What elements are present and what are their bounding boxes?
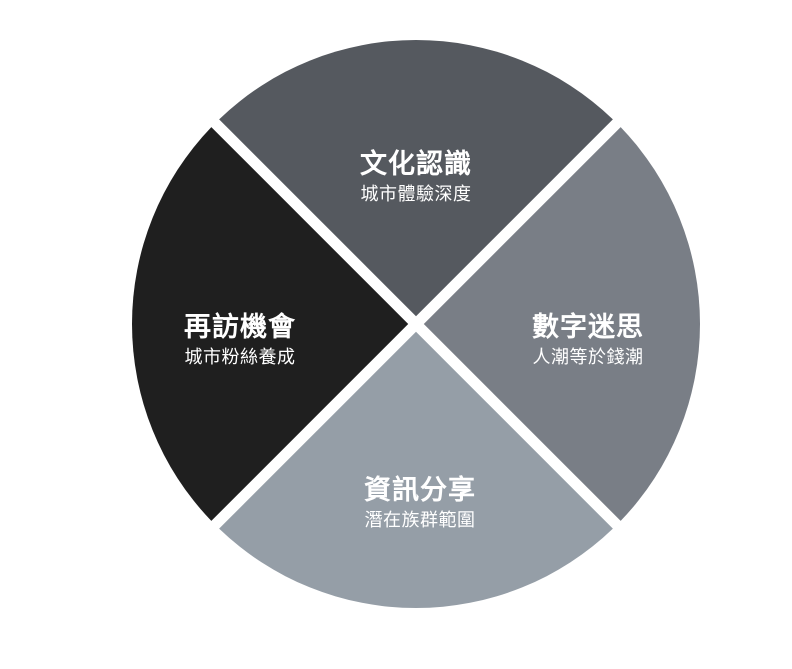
quadrant-top-label: 文化認識 城市體驗深度 (360, 148, 472, 208)
quadrant-left-wedge (132, 127, 409, 521)
quadrant-right-title: 數字迷思 (532, 312, 644, 343)
quadrant-top-title: 文化認識 (360, 149, 472, 180)
quadrant-top-wedge (219, 40, 613, 317)
quadrant-left-title: 再訪機會 (184, 312, 296, 343)
quadrant-bottom-title: 資訊分享 (364, 475, 476, 506)
quadrant-left-label: 再訪機會 城市粉絲養成 (184, 311, 296, 371)
quadrant-bottom-subtitle: 潛在族群範圍 (364, 510, 476, 531)
quadrant-right-subtitle: 人潮等於錢潮 (532, 347, 644, 368)
quadrant-top-subtitle: 城市體驗深度 (360, 184, 472, 205)
quadrant-right-wedge (423, 127, 700, 521)
quadrant-bottom-wedge (219, 331, 613, 608)
quadrant-left-subtitle: 城市粉絲養成 (184, 347, 296, 368)
quadrant-right-label: 數字迷思 人潮等於錢潮 (532, 311, 644, 371)
quadrant-bottom-label: 資訊分享 潛在族群範圍 (364, 474, 476, 534)
